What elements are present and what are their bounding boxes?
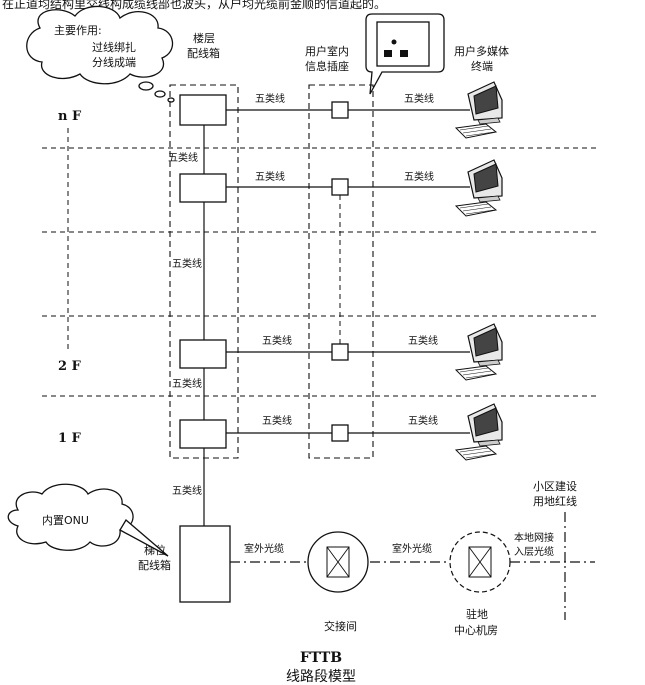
cat5-label: 五类线 [404, 170, 434, 183]
riser-cat5-label: 五类线 [168, 151, 198, 164]
diagram-title-line2: 线路段模型 [286, 669, 356, 685]
exchange-room-icon [307, 531, 369, 593]
floor-label-n: n F [58, 109, 82, 124]
building-distribution-box [179, 525, 231, 603]
station-label-1: 驻地 [466, 607, 488, 621]
onu-cloud-tail [119, 519, 169, 557]
computer-icon [455, 159, 503, 217]
socket-column [308, 84, 374, 459]
outdoor-fiber-label: 室外光缆 [244, 542, 284, 555]
cloud-bubble-top [26, 5, 175, 103]
cat5-label: 五类线 [408, 334, 438, 347]
socket-speech-bubble [365, 13, 445, 95]
riser-cat5-label: 五类线 [172, 257, 202, 270]
diagram-title-line1: FTTB [300, 650, 342, 666]
floor-box-label-2: 配线箱 [187, 46, 220, 60]
floor-label-2: 2 F [58, 359, 82, 374]
run-n1 [226, 178, 470, 196]
floor-box-nf [179, 94, 227, 126]
floor-box-n1 [179, 173, 227, 203]
cat5-label: 五类线 [262, 334, 292, 347]
run-2f [226, 343, 470, 361]
cat5-label: 五类线 [262, 414, 292, 427]
user-socket-label-2: 信息插座 [305, 59, 349, 73]
floor-box-1f [179, 419, 227, 449]
riser-cat5-label: 五类线 [172, 484, 202, 497]
access-cable-label-1: 本地网接 [514, 531, 554, 544]
bubble-line1: 过线绑扎 [92, 40, 136, 54]
user-terminal-label-2: 终端 [471, 59, 493, 73]
floor-box-label-1: 楼层 [193, 31, 215, 45]
boundary-label-2: 用地红线 [533, 494, 577, 508]
run-1f [226, 424, 470, 442]
cat5-label: 五类线 [255, 170, 285, 183]
building-box-label-2: 配线箱 [138, 558, 171, 572]
header-text: 在正道均结构里交线构成缆线部也波头，从户均光缆前金顺的信道起的。 [2, 0, 386, 11]
exchange-label: 交接间 [324, 619, 357, 633]
computer-icon [455, 403, 503, 461]
floor-box-2f [179, 339, 227, 369]
user-terminal-label-1: 用户多媒体 [454, 44, 509, 58]
boundary-label-1: 小区建设 [533, 479, 577, 493]
cat5-label: 五类线 [404, 92, 434, 105]
central-office-icon [449, 531, 511, 593]
floor-label-1: 1 F [58, 431, 82, 446]
outdoor-fiber-label: 室外光缆 [392, 542, 432, 555]
onu-label: 内置ONU [42, 513, 89, 527]
riser-cat5-label: 五类线 [172, 377, 202, 390]
cat5-label: 五类线 [255, 92, 285, 105]
bubble-line2: 分线成端 [92, 55, 136, 69]
access-cable-label-2: 入层光缆 [514, 545, 554, 558]
run-nf [226, 101, 470, 119]
user-socket-label-1: 用户室内 [305, 44, 349, 58]
cat5-label: 五类线 [408, 414, 438, 427]
bubble-title: 主要作用: [54, 24, 102, 37]
station-label-2: 中心机房 [454, 623, 498, 637]
